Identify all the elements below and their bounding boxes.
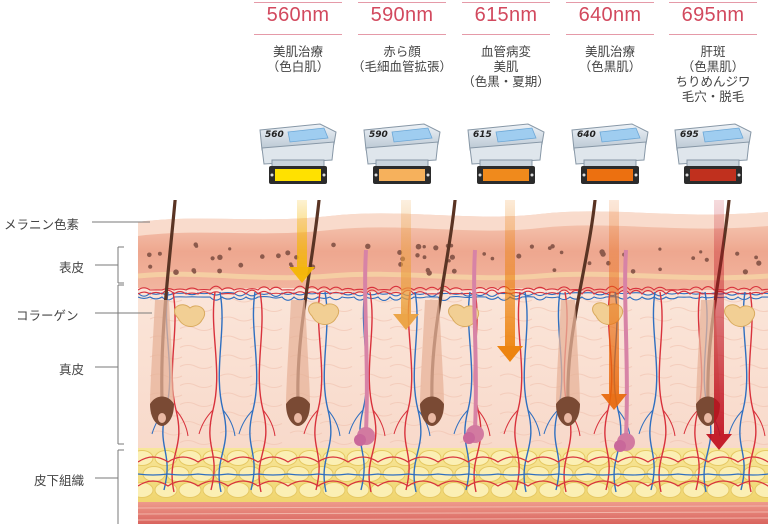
filter-window: [587, 169, 633, 181]
treatment-description: 赤ら顔（毛細血管拡張）: [350, 44, 454, 74]
wavelength-rule-bottom: [669, 34, 757, 35]
label-subcutis: 皮下組織: [34, 473, 85, 488]
light-beams: [289, 200, 732, 450]
wavelength-label: 695nm: [681, 4, 745, 26]
light-beam: [497, 200, 523, 362]
wavelength-rule-bottom: [358, 34, 446, 35]
treatment-description: 美肌治療（色黒肌）: [558, 44, 662, 74]
treatment-line: （色黒肌）: [578, 59, 642, 74]
treatment-line: （色白肌）: [266, 59, 330, 74]
wavelength-rule-top: [462, 2, 550, 3]
filter-window: [690, 169, 736, 181]
filter-head: 640: [571, 123, 649, 184]
filter-chip-label: 615: [473, 130, 492, 140]
treatment-line: 美肌治療: [272, 44, 323, 59]
treatment-line: 美肌: [493, 59, 519, 74]
light-beam: [706, 200, 732, 450]
layer-leaders: [92, 221, 152, 524]
label-collagen: コラーゲン: [16, 308, 79, 323]
treatment-line: 美肌治療: [584, 44, 635, 59]
treatment-description: 美肌治療（色白肌）: [246, 44, 350, 74]
muscle-striations: [138, 505, 768, 521]
wavelength-label: 615nm: [474, 4, 538, 26]
treatment-line: ちりめんジワ: [675, 74, 751, 89]
filter-head: 615: [467, 123, 545, 184]
light-beam: [289, 200, 315, 283]
filter-chip-label: 640: [577, 130, 596, 140]
filter-head: 695: [674, 123, 752, 184]
sebaceous-glands: [174, 249, 756, 452]
wavelength-rule-bottom: [566, 34, 654, 35]
treatment-description: 肝斑（色黒肌）ちりめんジワ毛穴・脱毛: [661, 44, 765, 104]
filter-chip-label: 695: [680, 130, 699, 140]
wavelength-label: 640nm: [578, 4, 642, 26]
label-melanin: メラニン色素: [4, 217, 80, 232]
filter-chip-label: 590: [369, 130, 388, 140]
hair: [420, 200, 457, 426]
capillary-network: [138, 285, 768, 302]
treatment-line: （色黒・夏期）: [462, 74, 550, 89]
treatment-line: 毛穴・脱毛: [681, 89, 745, 104]
wavelength-rule-top: [254, 2, 342, 3]
filter-chip-label: 560: [265, 130, 284, 140]
filter-window: [483, 169, 529, 181]
wavelength-label: 560nm: [266, 4, 330, 26]
filter-window: [275, 169, 321, 181]
label-epidermis: 表皮: [59, 260, 85, 275]
wavelength-rule-bottom: [462, 34, 550, 35]
wavelength-rule-top: [566, 2, 654, 3]
treatment-description: 血管病変美肌（色黒・夏期）: [454, 44, 558, 89]
treatment-line: （色黒肌）: [681, 59, 745, 74]
hair: [286, 200, 321, 426]
filter-window: [379, 169, 425, 181]
hair: [150, 200, 177, 426]
wavelength-rule-top: [358, 2, 446, 3]
basal-layer: [138, 271, 768, 281]
treatment-line: 肝斑: [700, 44, 726, 59]
wavelength-rule-bottom: [254, 34, 342, 35]
wavelength-label: 590nm: [370, 4, 434, 26]
treatment-line: 血管病変: [480, 44, 531, 59]
treatment-line: 赤ら顔: [383, 44, 421, 59]
filter-head: 590: [363, 123, 441, 184]
filter-heads: 560 590 615 640 695: [259, 123, 752, 184]
hair: [556, 200, 597, 426]
label-dermis: 真皮: [59, 362, 85, 377]
light-beam: [393, 200, 419, 330]
wavelength-rule-top: [669, 2, 757, 3]
filter-head: 560: [259, 123, 337, 184]
treatment-line: （毛細血管拡張）: [351, 59, 452, 74]
light-beam: [601, 200, 627, 410]
